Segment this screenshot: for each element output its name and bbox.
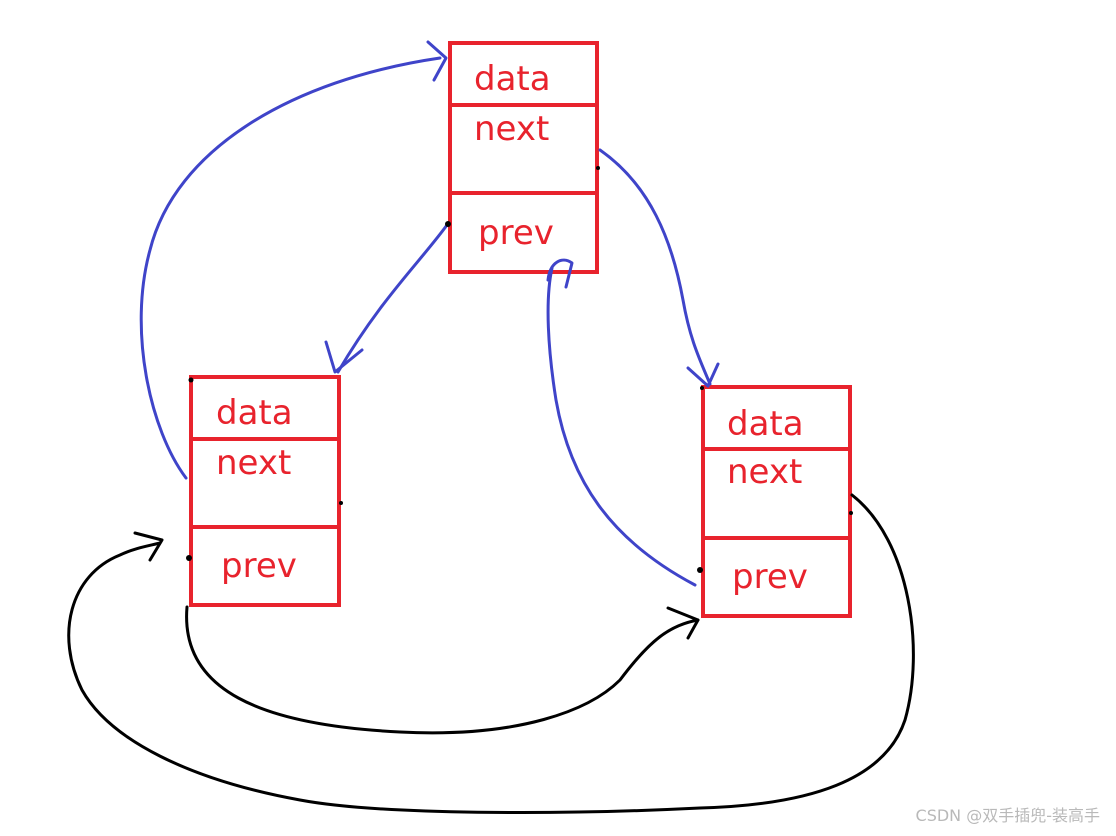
arrow-right-next-to-left	[67, 493, 915, 815]
csdn-watermark: CSDN @双手插兜-装高手	[915, 806, 1100, 825]
arrow-top-prev-to-left	[324, 223, 449, 374]
node-right: data next prev	[701, 385, 852, 618]
arrow-left-to-right-bottom	[185, 605, 700, 735]
node-left-prev-label: prev	[221, 546, 297, 586]
arrow-top-next-to-right	[598, 148, 720, 388]
node-left-prev-cell	[189, 525, 341, 607]
node-left: data next prev	[189, 375, 341, 607]
node-left-next-label: next	[216, 443, 291, 483]
node-top: data next prev	[448, 41, 599, 274]
arrow-left-next-to-top	[139, 40, 448, 480]
node-right-prev-cell	[701, 536, 852, 618]
node-right-prev-label: prev	[732, 557, 808, 597]
node-top-data-label: data	[474, 59, 551, 99]
node-left-data-label: data	[216, 393, 293, 433]
node-right-data-label: data	[727, 404, 804, 444]
pointer-dots	[186, 166, 853, 573]
node-top-prev-label: prev	[478, 213, 554, 253]
node-top-next-label: next	[474, 109, 549, 149]
node-top-prev-cell	[448, 191, 599, 274]
arrow-right-prev-to-top	[546, 258, 697, 587]
node-right-next-label: next	[727, 452, 802, 492]
